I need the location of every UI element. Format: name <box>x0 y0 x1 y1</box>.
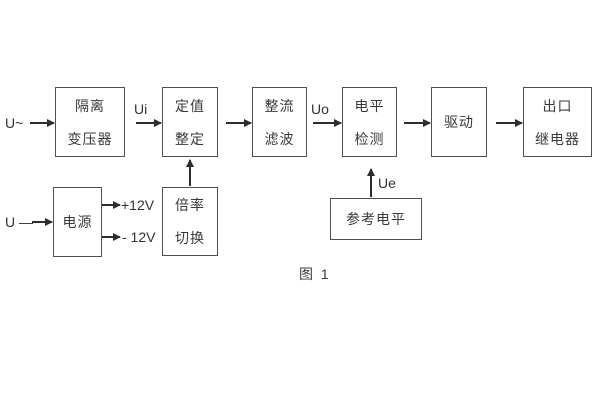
arrow-reference-level-ue <box>367 168 375 197</box>
block-label-line: 隔离 <box>75 97 105 114</box>
label-ui: Ui <box>134 101 148 117</box>
block-label-line: 倍率 <box>175 197 205 213</box>
block-output-relay: 出口 继电器 <box>523 87 592 157</box>
block-label-line: 驱动 <box>444 114 474 130</box>
block-ratio-switching: 倍率 切换 <box>162 187 218 256</box>
arrow-power-to-minus-12v <box>102 233 121 241</box>
arrow-ratio-switching-to-value-setting <box>186 159 194 186</box>
label-dc-input: U — <box>5 214 33 230</box>
block-label-line: 检测 <box>354 130 385 147</box>
block-label-line: 出口 <box>542 97 573 114</box>
block-rectifier-filter: 整流 滤波 <box>252 87 307 157</box>
block-driver: 驱动 <box>431 87 487 157</box>
block-isolation-transformer: 隔离 变压器 <box>55 87 125 157</box>
arrow-value-setting-to-rectifier-filter <box>226 119 252 127</box>
arrow-dc-input-to-power-supply <box>32 218 53 226</box>
block-label-line: 滤波 <box>264 130 295 147</box>
arrow-level-detection-to-driver <box>404 119 431 127</box>
block-label-line: 定值 <box>175 97 205 114</box>
block-label-line: 切换 <box>175 230 205 246</box>
label-minus-12v: - 12V <box>122 229 156 245</box>
block-value-setting: 定值 整定 <box>162 87 218 157</box>
arrow-ui-to-value-setting <box>136 119 162 127</box>
block-label-line: 整定 <box>175 130 205 147</box>
arrow-power-to-plus-12v <box>102 201 121 209</box>
block-level-detection: 电平 检测 <box>342 87 397 157</box>
arrow-ac-input-to-isolation-transformer <box>30 119 55 127</box>
block-label-line: 电平 <box>354 97 385 114</box>
label-ac-input: U~ <box>5 115 24 131</box>
block-label-line: 电源 <box>62 214 93 230</box>
label-plus-12v: +12V <box>121 197 155 213</box>
arrow-uo-to-level-detection <box>313 119 342 127</box>
block-label-line: 变压器 <box>67 130 113 147</box>
block-label-line: 继电器 <box>535 130 580 147</box>
block-reference-level: 参考电平 <box>330 198 422 240</box>
block-label-line: 参考电平 <box>346 211 406 227</box>
block-label-line: 整流 <box>264 97 295 114</box>
block-power-supply: 电源 <box>53 187 102 257</box>
label-ue: Ue <box>378 175 396 191</box>
arrow-driver-to-output-relay <box>496 119 523 127</box>
figure-caption: 图 1 <box>299 266 331 282</box>
label-uo: Uo <box>311 101 329 117</box>
